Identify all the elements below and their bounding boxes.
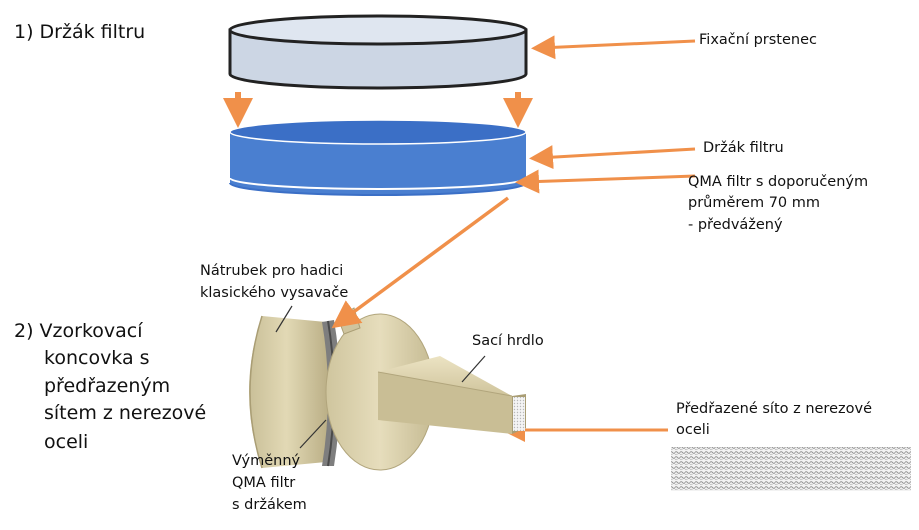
steel-mesh-sample <box>671 447 911 491</box>
label-fixing-ring: Fixační prstenec <box>699 32 817 48</box>
leader-lines <box>275 305 486 449</box>
label-line: s držákem <box>232 497 307 513</box>
label-line: průměrem 70 mm <box>688 195 821 211</box>
label-line: Výměnný <box>232 453 301 469</box>
section-2-line: 2) Vzorkovací <box>14 320 143 342</box>
leader-replaceable-filter <box>299 419 327 449</box>
label-line: oceli <box>676 422 710 438</box>
label-line: Předřazené síto z nerezové <box>676 401 872 417</box>
label-line: - předvážený <box>688 217 783 233</box>
callout-arrows <box>501 35 696 442</box>
label-line: Nátrubek pro hadici <box>200 263 344 279</box>
filter-holder-illustration <box>229 119 527 196</box>
section-2-line: předřazeným <box>44 375 171 397</box>
label-line: klasického vysavače <box>200 285 349 301</box>
label-line: QMA filtr <box>232 475 296 491</box>
label-filter-holder: Držák filtru <box>703 140 784 156</box>
arrow-filter-holder <box>529 145 696 170</box>
fixing-ring-illustration <box>228 14 528 90</box>
label-suction-mouth: Sací hrdlo <box>472 333 544 349</box>
leader-suction-mouth <box>461 355 486 383</box>
arrow-qma-filter <box>515 169 696 194</box>
section-2-line: oceli <box>44 431 89 453</box>
assembly-arrows <box>223 92 533 128</box>
arrow-filter-to-nozzle <box>331 196 510 329</box>
section-1-title: 1) Držák filtru <box>14 21 146 43</box>
arrow-fixing-ring <box>531 35 696 60</box>
leader-hose-nozzle <box>275 305 293 333</box>
label-line: QMA filtr s doporučeným <box>688 174 869 190</box>
section-2-line: koncovka s <box>44 347 150 369</box>
section-2-line: sítem z nerezové <box>44 402 207 424</box>
